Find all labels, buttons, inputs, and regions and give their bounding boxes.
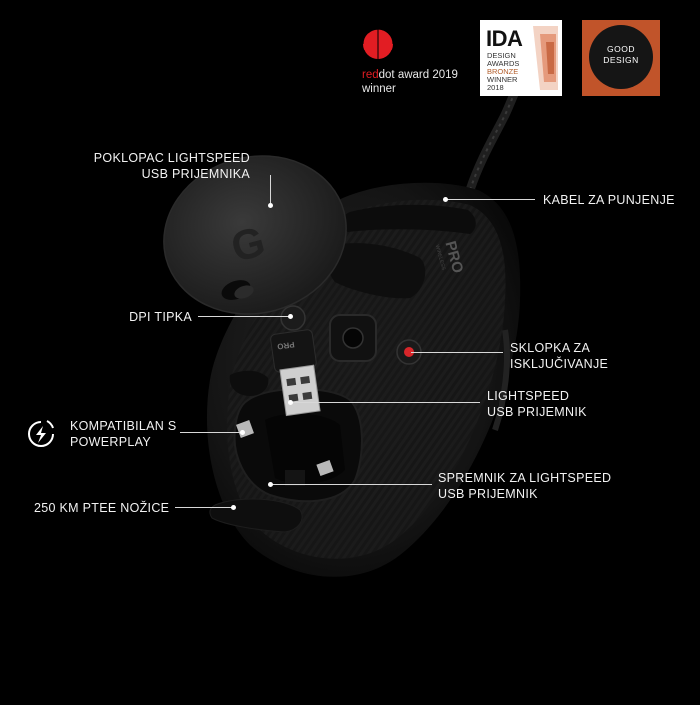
good-design-line1: GOOD	[607, 44, 635, 54]
callout-feet-text: 250 KM PTEE NOŽICE	[34, 501, 170, 515]
good-design-circle	[589, 25, 653, 89]
dot-storage	[268, 482, 273, 487]
callout-dpi-text: DPI TIPKA	[129, 310, 192, 324]
callout-switch-line1: SKLOPKA ZA	[510, 341, 591, 355]
reddot-award-text: reddot award 2019 winner	[362, 68, 458, 96]
good-design-line2: DESIGN	[603, 55, 639, 65]
cable	[465, 77, 525, 195]
receiver-logo-text: PRO	[277, 340, 295, 351]
leader-switch	[411, 352, 503, 353]
callout-dpi: DPI TIPKA	[129, 309, 192, 325]
callout-cover-line2: USB PRIJEMNIKA	[141, 167, 250, 181]
ida-sub: DESIGN AWARDS BRONZE WINNER 2018	[487, 52, 519, 92]
receiver-cover: G	[163, 155, 347, 315]
callout-receiver-line2: USB PRIJEMNIK	[487, 405, 587, 419]
callout-receiver-line1: LIGHTSPEED	[487, 389, 570, 403]
callout-cable-text: KABEL ZA PUNJENJE	[543, 193, 675, 207]
callout-cover: POKLOPAC LIGHTSPEED USB PRIJEMNIKA	[94, 150, 250, 182]
good-design-text: GOOD DESIGN	[589, 44, 653, 66]
reddot-brand-red: red	[362, 69, 379, 81]
dot-powerplay	[240, 430, 245, 435]
ida-line1: DESIGN	[487, 51, 516, 60]
callout-storage: SPREMNIK ZA LIGHTSPEED USB PRIJEMNIK	[438, 470, 611, 502]
reddot-winner: winner	[362, 83, 396, 95]
callout-switch-line2: ISKLJUČIVANJE	[510, 357, 609, 371]
top-foot	[341, 204, 476, 234]
dot-receiver	[288, 400, 293, 405]
ida-award-badge: IDA DESIGN AWARDS BRONZE WINNER 2018	[480, 20, 562, 96]
leader-receiver	[292, 402, 480, 403]
leader-dpi	[198, 316, 290, 317]
callout-powerplay-line2: POWERPLAY	[70, 435, 151, 449]
leader-cable	[447, 199, 535, 200]
reddot-brand-dot: dot	[378, 69, 395, 81]
leader-cover	[270, 175, 271, 203]
good-design-badge: GOOD DESIGN	[582, 20, 660, 96]
dot-feet	[231, 505, 236, 510]
powerplay-charging-icon	[28, 420, 54, 447]
ida-line5: 2018	[487, 83, 504, 92]
dot-dpi	[288, 314, 293, 319]
ida-graphic	[533, 26, 558, 90]
dot-cable	[443, 197, 448, 202]
reddot-award-logo	[362, 28, 394, 61]
callout-storage-line2: USB PRIJEMNIK	[438, 487, 538, 501]
leader-feet	[175, 507, 233, 508]
callout-feet: 250 KM PTEE NOŽICE	[34, 500, 169, 516]
dpi-button	[280, 305, 306, 331]
callout-powerplay: KOMPATIBILAN S POWERPLAY	[70, 418, 177, 450]
dot-cover	[268, 203, 273, 208]
leader-powerplay	[180, 432, 242, 433]
reddot-award-year: award 2019	[394, 69, 458, 81]
bottom-foot	[209, 498, 303, 533]
callout-storage-line1: SPREMNIK ZA LIGHTSPEED	[438, 471, 612, 485]
ida-line3: BRONZE	[487, 67, 519, 76]
ida-title: IDA	[486, 26, 523, 51]
callout-cover-line1: POKLOPAC LIGHTSPEED	[93, 151, 250, 165]
callout-cable: KABEL ZA PUNJENJE	[543, 192, 675, 208]
ida-line2: AWARDS	[487, 59, 520, 68]
callout-receiver: LIGHTSPEED USB PRIJEMNIK	[487, 388, 587, 420]
callout-powerplay-line1: KOMPATIBILAN S	[70, 419, 177, 433]
ida-line4: WINNER	[487, 75, 518, 84]
callout-switch: SKLOPKA ZA ISKLJUČIVANJE	[510, 340, 608, 372]
leader-storage	[272, 484, 432, 485]
